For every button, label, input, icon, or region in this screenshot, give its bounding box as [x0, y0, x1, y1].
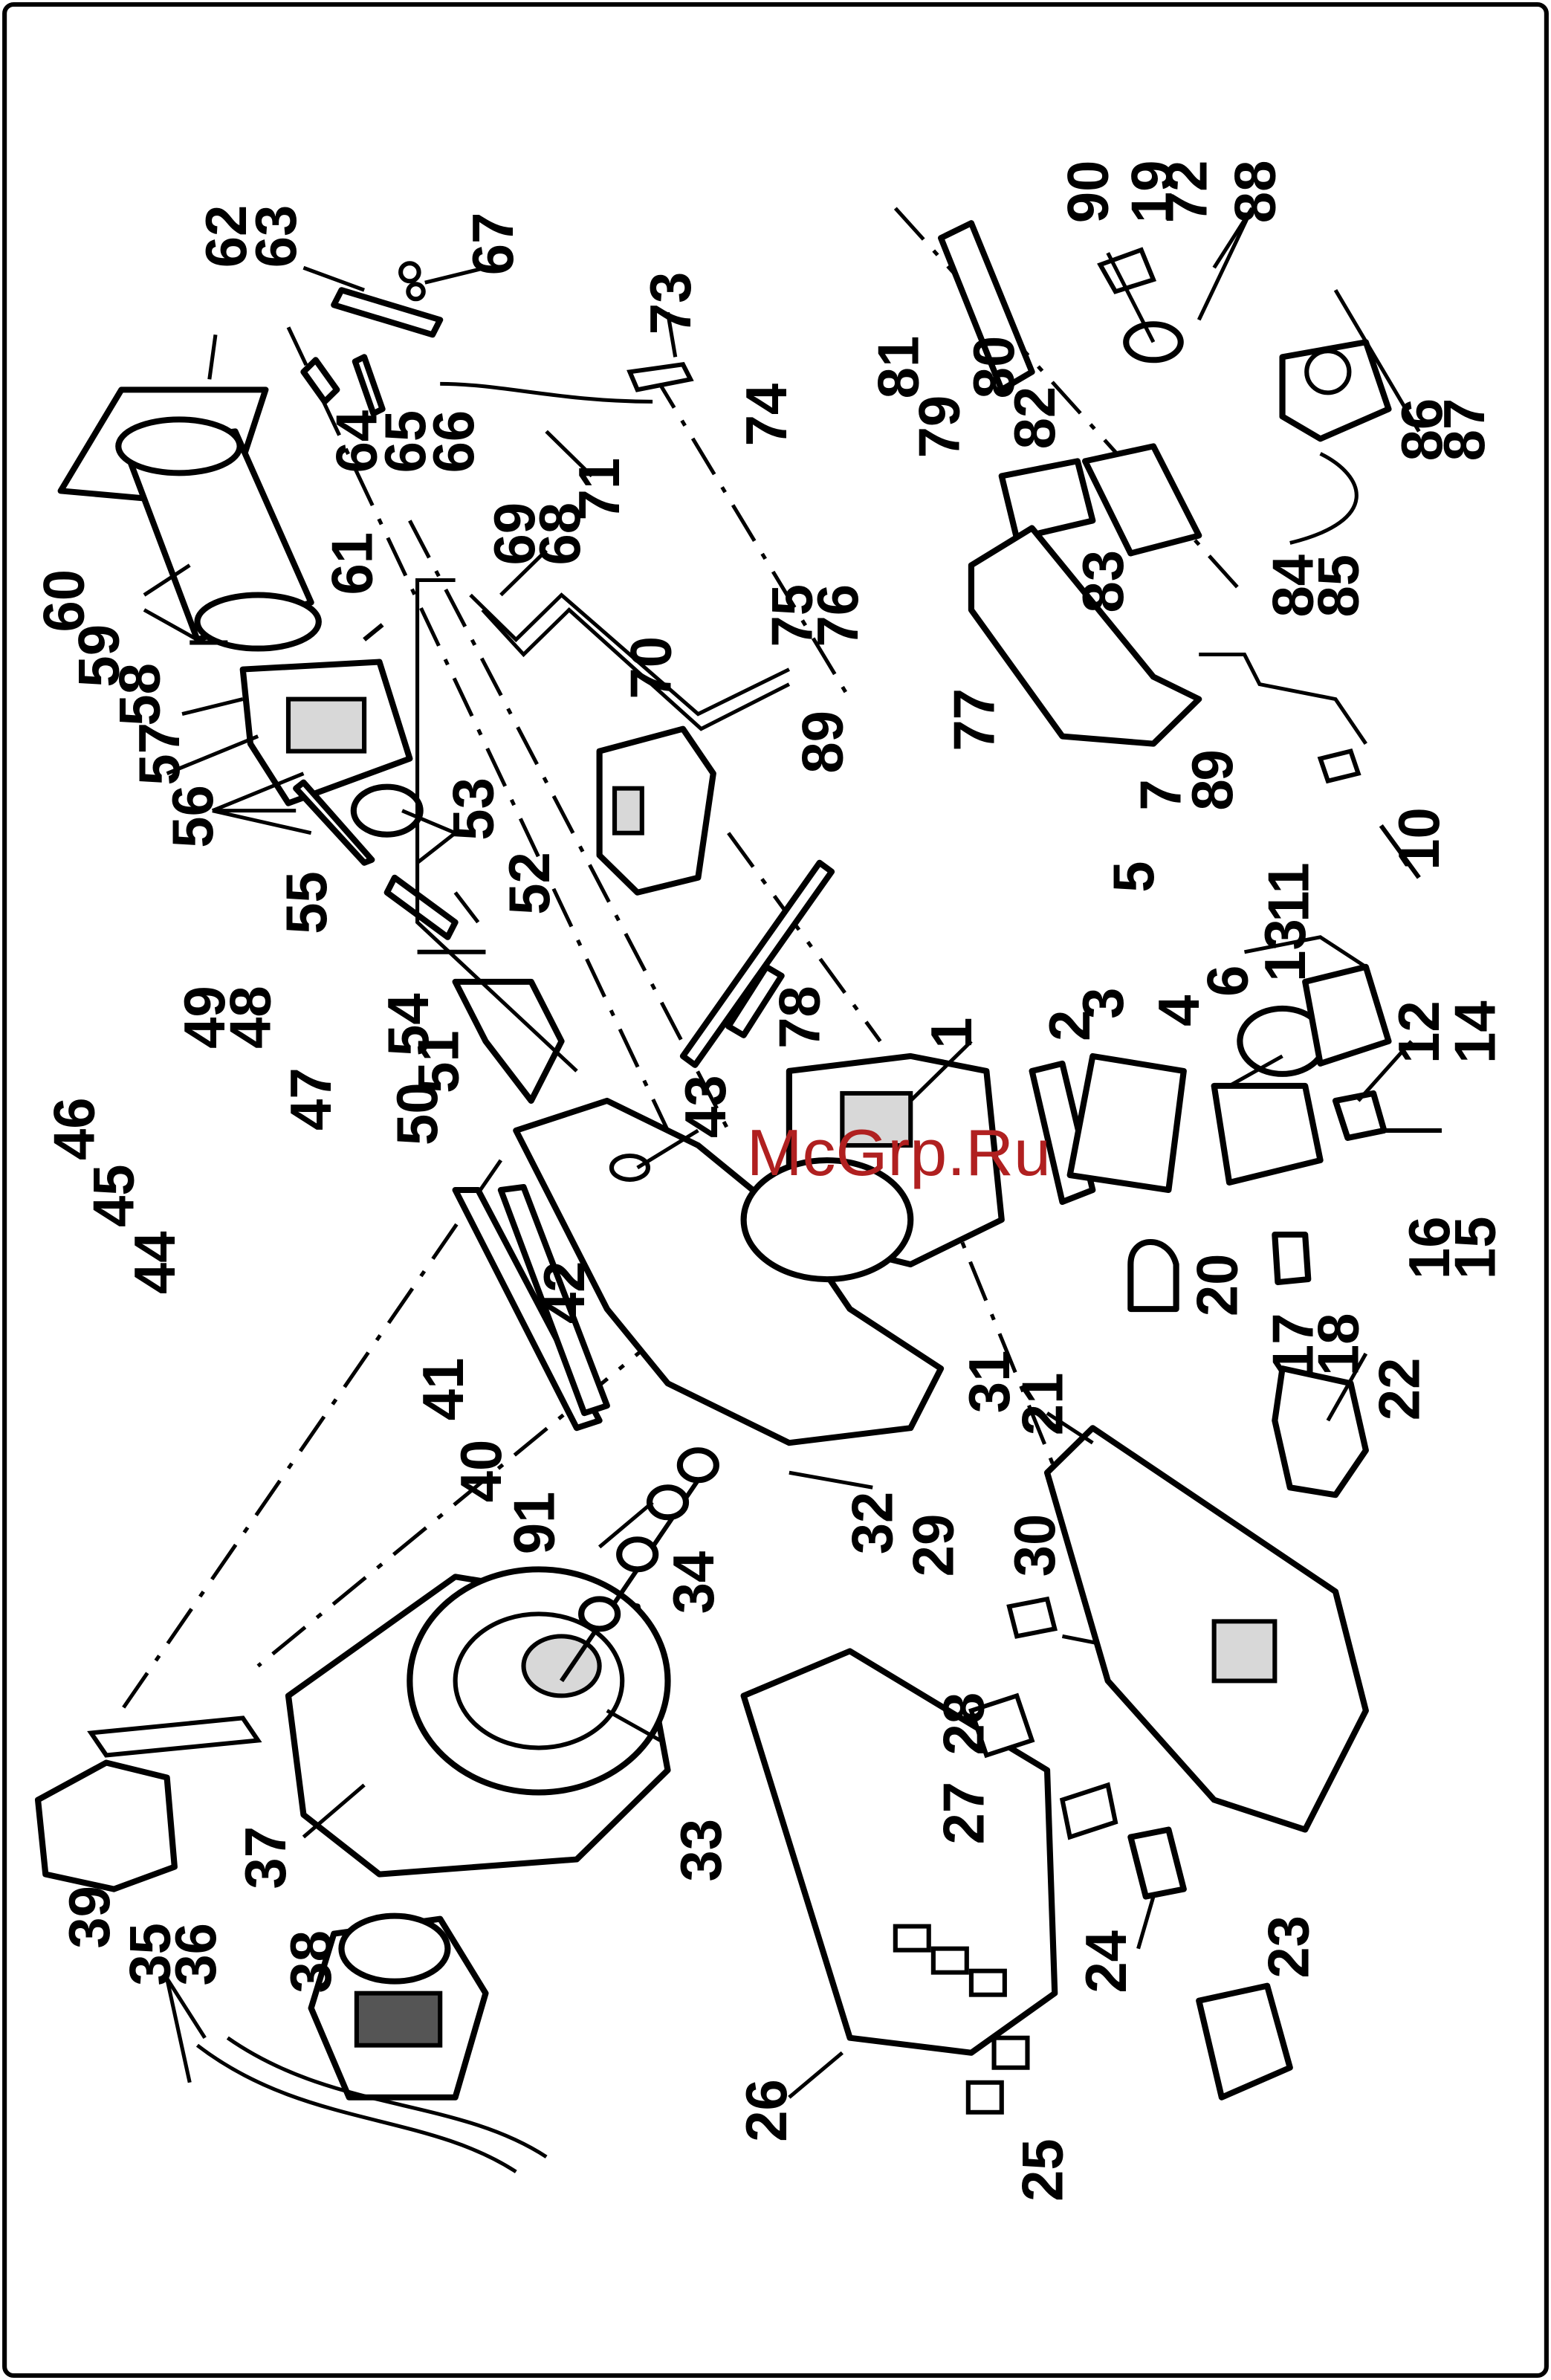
callout: 39 [57, 1886, 122, 1949]
callout: 29 [901, 1514, 966, 1577]
callout: 9 [1180, 749, 1245, 780]
callout: 74 [734, 384, 799, 447]
callout: 43 [673, 1075, 738, 1138]
callout: 59 [67, 624, 132, 688]
callout: 25 [1011, 2138, 1075, 2202]
callout: 47 [279, 1067, 343, 1131]
pump-valve-group [941, 223, 1388, 743]
callout: 72 [1155, 161, 1220, 224]
callout: 14 [1443, 1000, 1508, 1064]
callout: 36 [163, 1923, 228, 1986]
callout: 8 [1180, 779, 1245, 810]
callout: 91 [502, 1492, 567, 1555]
callout: 90 [1056, 161, 1121, 224]
callout: 42 [533, 1261, 598, 1325]
callout: 16 [1397, 1216, 1462, 1279]
callout: 37 [233, 1826, 298, 1889]
callout: 31 [957, 1351, 1022, 1414]
callout: 32 [841, 1492, 905, 1555]
callout: 45 [82, 1164, 146, 1227]
callout: 44 [123, 1231, 187, 1294]
callout: 79 [907, 395, 972, 459]
callout: 55 [274, 871, 339, 934]
callout: 85 [1306, 554, 1371, 618]
callout: 63 [245, 205, 309, 268]
callout: 57 [127, 722, 192, 786]
callout: 87 [1432, 398, 1497, 462]
callout: 76 [806, 584, 870, 647]
callout: 6 [1196, 966, 1260, 997]
callout: 78 [768, 986, 832, 1049]
callout: 53 [441, 777, 506, 841]
callout: 77 [942, 688, 1007, 751]
callout: 10 [1387, 807, 1451, 870]
callout: 66 [421, 410, 486, 473]
callout: 52 [498, 852, 563, 915]
callout: 67 [462, 213, 526, 276]
callout: 33 [669, 1819, 734, 1882]
callout: 61 [320, 532, 385, 595]
callout: 89 [791, 711, 855, 774]
callout: 23 [1257, 1915, 1321, 1979]
callout: 11 [1257, 862, 1321, 922]
callout: 69 [482, 502, 547, 566]
callout: 20 [1185, 1254, 1250, 1317]
callout: 54 [376, 993, 441, 1056]
callout: 71 [567, 458, 632, 521]
callout: 49 [173, 986, 238, 1049]
callout: 13 [1253, 919, 1318, 982]
callout: 34 [661, 1551, 726, 1614]
callout: 88 [1223, 161, 1288, 224]
callout: 30 [1003, 1514, 1068, 1577]
callout: 5 [1101, 861, 1166, 892]
electrode-rod-group [303, 263, 690, 413]
callout: 60 [32, 569, 97, 633]
callout: 3 [1071, 988, 1136, 1019]
callout: 81 [867, 336, 931, 399]
callout: 82 [1003, 387, 1068, 450]
callout: 41 [411, 1358, 476, 1421]
callout: 1 [919, 1018, 984, 1049]
callout: 24 [1075, 1930, 1139, 1993]
callout: 56 [161, 785, 225, 848]
watermark: McGrp.Ru [747, 1116, 1051, 1189]
callout: 27 [932, 1782, 997, 1845]
callout: 22 [1367, 1358, 1432, 1421]
callout: 26 [734, 2079, 799, 2142]
callout: 18 [1306, 1313, 1371, 1377]
callout: 46 [42, 1097, 107, 1160]
callout: 38 [279, 1930, 343, 1993]
callout: 28 [932, 1692, 997, 1756]
callout: 70 [619, 636, 684, 699]
callout: 83 [1071, 550, 1136, 613]
callout: 12 [1387, 1000, 1451, 1064]
callout: 4 [1147, 995, 1212, 1026]
fan-motor-group [38, 1187, 716, 2172]
callout: 73 [638, 272, 703, 335]
